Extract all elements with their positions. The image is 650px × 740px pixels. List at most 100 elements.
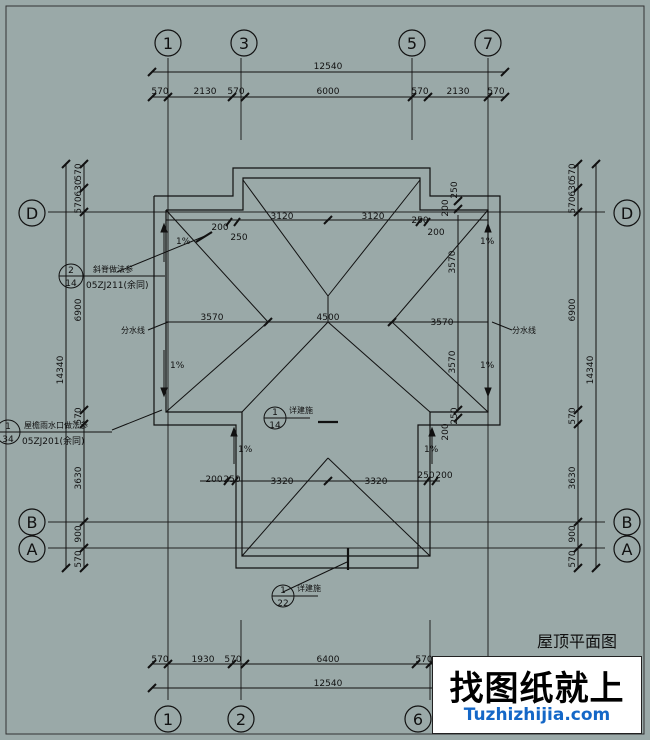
inner-dim: 250: [230, 233, 247, 243]
inner-dims-text: 200 250 3120 3120 250 200 3570 4500 3570…: [201, 181, 460, 487]
inner-dim-v: 200: [441, 423, 451, 440]
dim-top-seg: 570: [411, 87, 428, 97]
axis-label-top-3: 3: [239, 34, 249, 53]
inner-dim: 250: [223, 475, 240, 485]
callout-den: 22: [277, 599, 288, 609]
slope-label: 1%: [480, 361, 495, 371]
dims-top-text: 12540 570 2130 570 6000 570 2130 570: [151, 62, 504, 97]
slope-label: 1%: [480, 237, 495, 247]
slope-label: 1%: [238, 445, 253, 455]
slope-label: 1%: [424, 445, 439, 455]
callout-text: 屋檐雨水口做法参: [24, 420, 88, 430]
callout-ref: 05ZJ201(余同): [22, 435, 84, 447]
dim-right-seg: 630: [568, 179, 578, 196]
callout-den: 14: [65, 279, 77, 289]
watermark-cn: 找图纸就上: [449, 669, 625, 709]
dim-top-seg: 570: [487, 87, 504, 97]
axis-bubbles-bottom: 1 2 6: [154, 705, 432, 733]
inner-dim: 3120: [362, 212, 385, 222]
sheet-frame: [5, 5, 645, 735]
dims-bottom-text: 570 1930 570 6400 570 12540: [151, 655, 432, 689]
dim-right-seg: 570: [568, 196, 578, 213]
callout-text: 详建施: [289, 405, 313, 415]
axis-label-d-right: D: [621, 204, 633, 223]
slope-label: 1%: [176, 237, 191, 247]
slope-arrows: [160, 222, 492, 464]
dim-bottom-seg: 1930: [192, 655, 215, 665]
axis-label-bottom-2: 2: [236, 710, 246, 729]
inner-dim: 3120: [271, 212, 294, 222]
inner-dim: 200: [435, 471, 452, 481]
axis-label-a-left: A: [27, 540, 38, 559]
dim-top-seg: 6000: [317, 87, 340, 97]
watermark-box: 找图纸就上 Tuzhizhijia.com: [432, 656, 642, 734]
dim-top-seg: 570: [227, 87, 244, 97]
dim-right-seg: 570: [568, 550, 578, 567]
dim-left-seg: 630: [74, 179, 84, 196]
axis-bubbles-rows: D D B B A A: [18, 199, 641, 563]
gutter-label-left: 分水线: [121, 325, 145, 335]
inner-dim: 200: [205, 475, 222, 485]
axis-label-a-right: A: [622, 540, 633, 559]
dim-left-total: 14340: [56, 355, 66, 384]
inner-dim: 200: [211, 223, 228, 233]
dim-bottom-seg: 6400: [317, 655, 340, 665]
dim-top-seg: 2130: [447, 87, 470, 97]
inner-dim-v: 250: [450, 181, 460, 198]
axis-label-d-left: D: [26, 204, 38, 223]
axis-label-bottom-1: 1: [163, 710, 173, 729]
roof-ridges: [165, 179, 489, 557]
inner-dim: 3570: [201, 313, 224, 323]
callout-den: 14: [269, 421, 281, 431]
dim-bottom-seg: 570: [151, 655, 168, 665]
dim-left-seg: 570: [74, 163, 84, 180]
dim-right-seg: 6900: [568, 298, 578, 321]
inner-dim-v: 3570: [448, 350, 458, 373]
axis-label-b-right: B: [622, 513, 633, 532]
callout-num: 1: [272, 408, 278, 418]
inner-dim: 3320: [271, 477, 294, 487]
dims-right-text: 14340 570 630 570 6900 570 3630 900 570: [568, 163, 596, 567]
callout-text: 斜脊做法参: [93, 264, 133, 274]
callout-ridge: 2 14 斜脊做法参 05ZJ211(余同): [58, 263, 165, 291]
leader-lines: [111, 235, 513, 593]
dimension-lines: [65, 71, 597, 689]
dim-right-seg: 570: [568, 407, 578, 424]
inner-dim: 250: [417, 471, 434, 481]
slope-labels: 1% 1% 1% 1% 1% 1%: [170, 237, 495, 455]
axis-label-top-5: 5: [407, 34, 417, 53]
dim-left-seg: 570: [74, 550, 84, 567]
dim-left-seg: 570: [74, 407, 84, 424]
dim-left-seg: 570: [74, 196, 84, 213]
slope-label: 1%: [170, 361, 185, 371]
callout-detail-14: 1 14 详建施: [263, 405, 313, 431]
inner-dim: 3570: [431, 318, 454, 328]
callout-num: 2: [68, 266, 74, 276]
dim-bottom-seg: 570: [415, 655, 432, 665]
dimension-ticks: [61, 67, 601, 693]
callout-ref: 05ZJ211(余同): [86, 279, 148, 291]
inner-dim-v: 250: [450, 407, 460, 424]
dim-top-seg: 570: [151, 87, 168, 97]
dims-left-text: 14340 570 630 570 6900 570 3630 900 570: [56, 163, 84, 567]
axis-label-bottom-6: 6: [413, 710, 423, 729]
dim-right-total: 14340: [586, 355, 596, 384]
callout-detail-22: 1 22 详建施: [271, 583, 321, 609]
gutter-label-right: 分水线: [512, 325, 536, 335]
drawing-title: 屋顶平面图: [537, 632, 618, 651]
axis-label-top-1: 1: [163, 34, 173, 53]
dim-left-seg: 3630: [74, 466, 84, 489]
dim-right-seg: 570: [568, 163, 578, 180]
inner-dim: 4500: [317, 313, 340, 323]
dim-right-seg: 3630: [568, 466, 578, 489]
callout-outlet: 1 34 屋檐雨水口做法参 05ZJ201(余同): [0, 419, 112, 447]
dim-left-seg: 900: [74, 525, 84, 542]
callout-den: 34: [2, 435, 14, 445]
inner-dim: 3320: [365, 477, 388, 487]
callout-num: 1: [280, 586, 286, 596]
axis-label-b-left: B: [27, 513, 38, 532]
inner-dim: 200: [427, 228, 444, 238]
dim-bottom-total: 12540: [314, 679, 343, 689]
